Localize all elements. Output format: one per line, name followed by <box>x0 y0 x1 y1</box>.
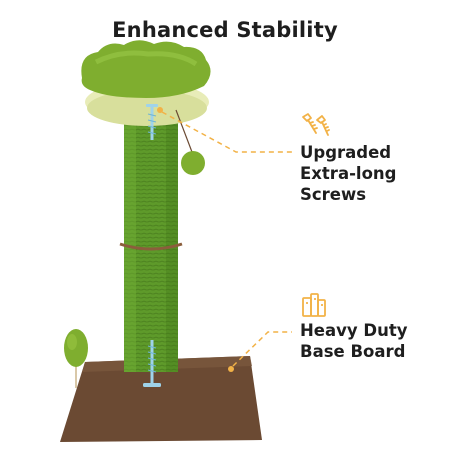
callout-base-line-1: Heavy Duty <box>300 321 408 340</box>
callout-screws: Upgraded Extra-long Screws <box>300 142 396 205</box>
callout-base: Heavy Duty Base Board <box>300 320 407 362</box>
plush-bed <box>81 40 211 98</box>
screws-icon <box>302 113 330 136</box>
tree-decoration <box>64 329 88 388</box>
page-title: Enhanced Stability <box>112 18 338 42</box>
callout-screws-line-2: Extra-long <box>300 164 397 183</box>
connector-screws <box>157 107 292 153</box>
board-icon <box>302 293 326 317</box>
base-board <box>60 356 262 442</box>
bottom-screw <box>143 340 161 387</box>
callout-screws-line-3: Screws <box>300 185 367 204</box>
callout-screws-line-1: Upgraded <box>300 143 392 162</box>
rope-band <box>119 242 183 251</box>
callout-base-line-2: Base Board <box>300 342 406 361</box>
connector-base <box>228 331 292 372</box>
hanging-ball <box>181 151 205 175</box>
top-screw <box>146 104 158 140</box>
